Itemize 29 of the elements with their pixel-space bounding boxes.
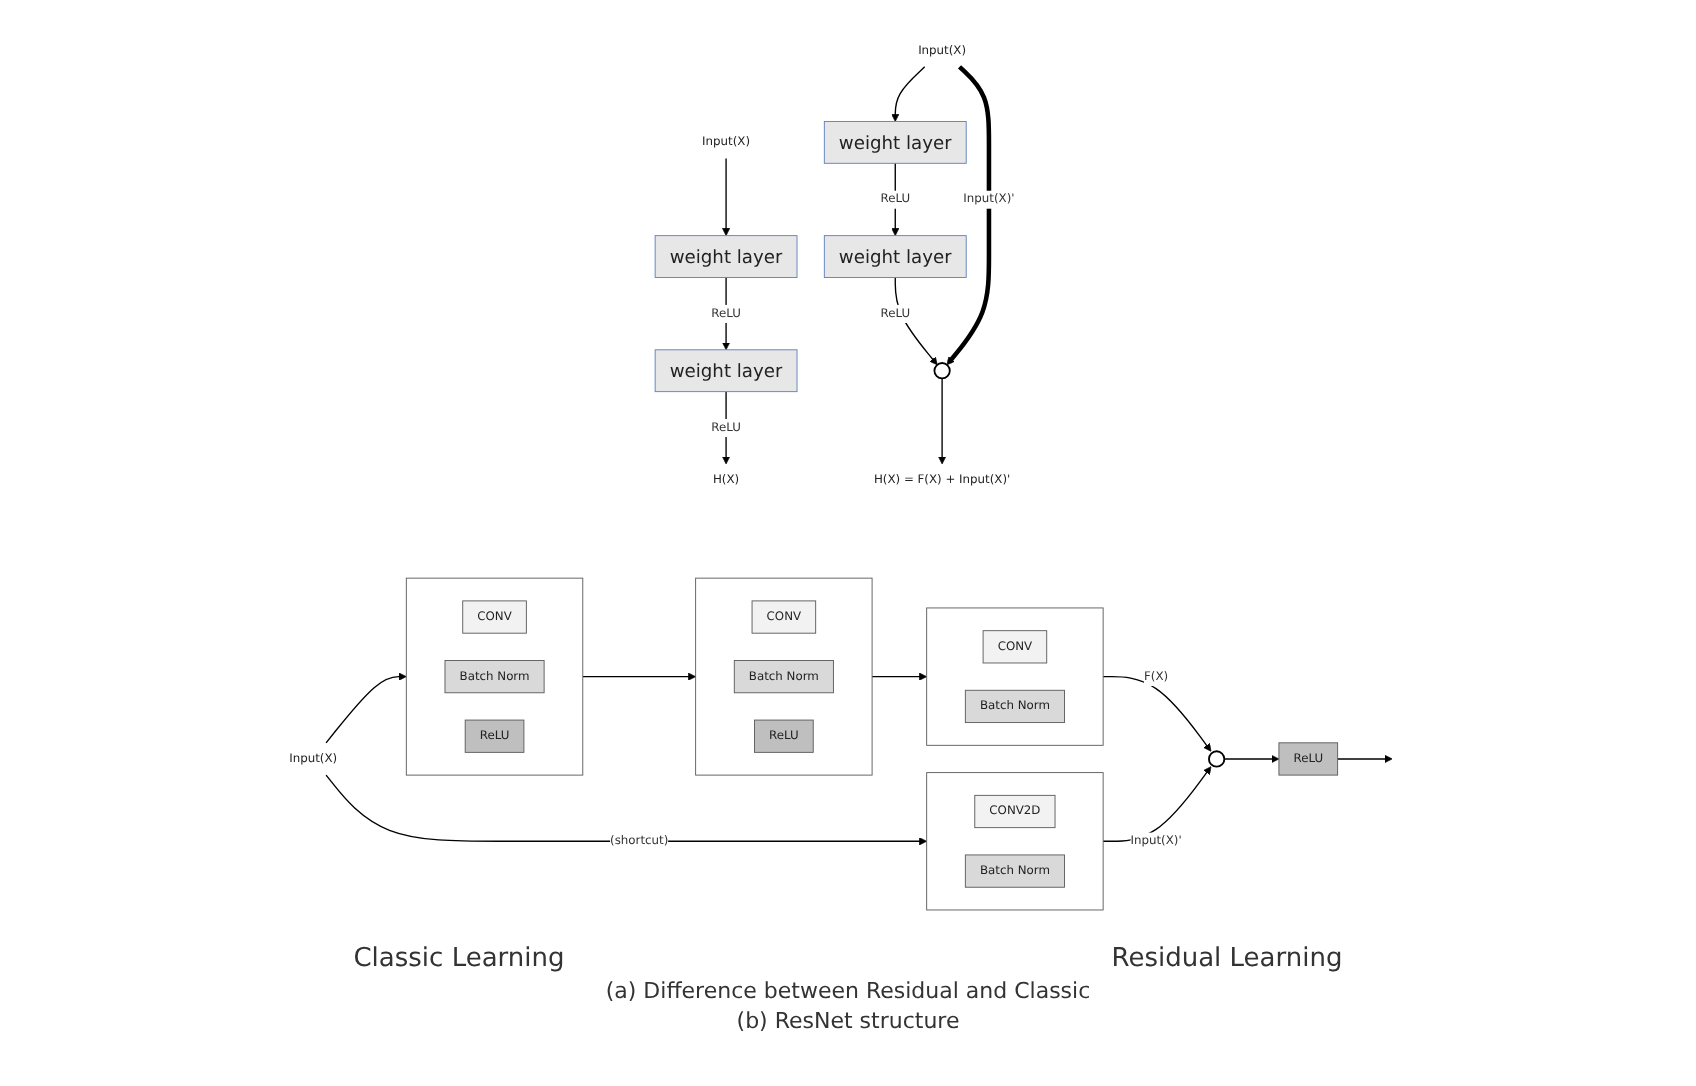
arrow [946,65,992,366]
arrow [582,672,696,681]
arrow [325,672,407,744]
arrow [871,672,928,681]
cluster [695,577,873,776]
figure-caption: (a) Difference between Residual and Classic [603,978,1093,1004]
column-heading: Classic Learning [353,944,565,974]
arrow [891,162,900,236]
node-box: weight layer [823,121,967,164]
arrow [894,276,938,366]
arrow [891,66,926,122]
cluster [926,607,1104,746]
arrow [1102,675,1212,752]
column-heading: Residual Learning [1111,944,1343,974]
arrow [1223,754,1280,763]
arrow [722,276,731,351]
arrow [722,390,731,465]
figure-caption: (b) ResNet structure [734,1008,962,1034]
node-circle [933,362,951,380]
cluster [405,577,584,776]
arrow [722,157,731,236]
arrow [938,377,947,465]
node-box: weight layer [654,349,798,393]
node-box: weight layer [654,235,798,278]
node-box: weight layer [823,235,967,278]
cluster [926,772,1104,911]
arrow [1336,754,1393,763]
arrow [325,774,928,846]
node-circle [1208,750,1226,768]
